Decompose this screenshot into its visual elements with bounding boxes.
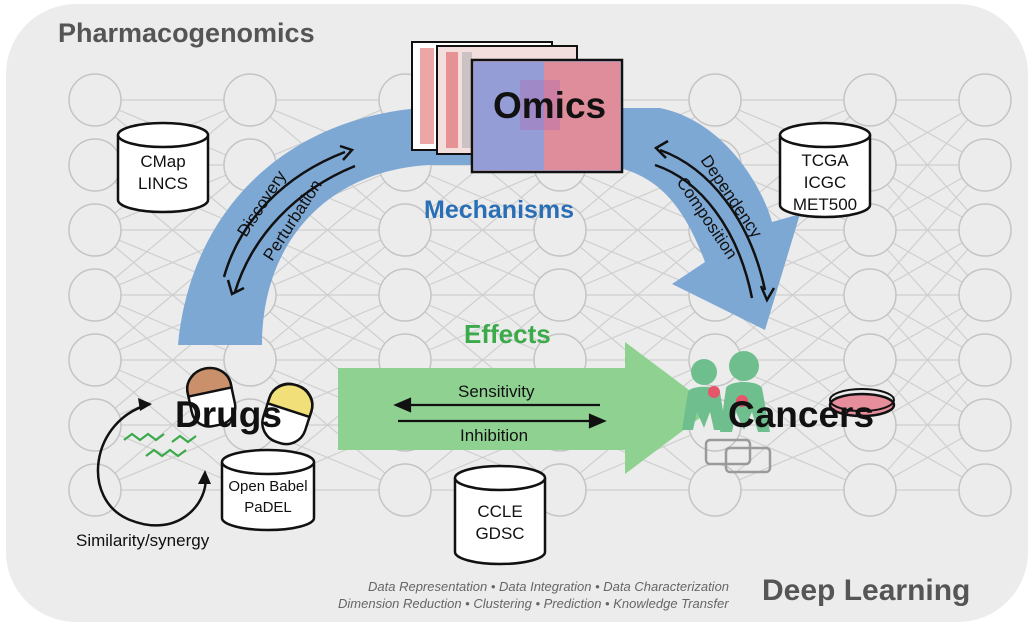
openbabel-label: Open Babel (228, 478, 308, 495)
network-node (843, 73, 897, 127)
network-edge (94, 359, 251, 426)
cmap-label: CMap (140, 152, 186, 171)
mechanisms-arrow (178, 108, 800, 345)
capsule-yellow-icon (261, 382, 314, 446)
network-node (68, 398, 122, 452)
network-edge (869, 359, 986, 491)
met500-label: MET500 (792, 195, 858, 214)
capsule-icon (186, 366, 237, 428)
patient-figures-icon (682, 351, 770, 432)
network-edge (404, 164, 561, 231)
network-node (958, 203, 1012, 257)
network-edge (404, 294, 561, 361)
cell-culture-icon (704, 438, 772, 474)
similarity-arrowhead-bottom (198, 470, 211, 484)
similarity-loop-arrow (96, 402, 207, 527)
network-edge (714, 359, 871, 491)
network-node (958, 398, 1012, 452)
lincs-label: LINCS (137, 174, 189, 193)
similarity-label: Similarity/synergy (76, 531, 210, 550)
network-edge (714, 294, 871, 361)
discovery-arrow-lines (222, 144, 356, 296)
network-node (843, 268, 897, 322)
ccle-database-cylinder (453, 464, 547, 566)
mechanisms-heading: Mechanisms (424, 196, 575, 224)
network-node (378, 203, 432, 257)
network-edge (559, 294, 716, 361)
gdsc-label: GDSC (475, 524, 525, 543)
network-node (958, 463, 1012, 517)
sensitivity-label: Sensitivity (458, 382, 535, 401)
footer-line-1: Data Representation • Data Integration •… (368, 579, 730, 594)
similarity-arrowhead-top (138, 398, 152, 411)
network-edge (249, 229, 406, 296)
network-edge (559, 229, 716, 296)
sensitivity-inhibition-arrows (393, 397, 607, 429)
footer-line-2: Dimension Reduction • Clustering • Predi… (338, 596, 729, 611)
network-node (958, 333, 1012, 387)
network-edge (404, 229, 561, 361)
padel-label: PaDEL (244, 499, 292, 516)
inhibition-label: Inhibition (460, 426, 528, 445)
network-node (688, 73, 742, 127)
effects-heading: Effects (464, 319, 551, 349)
network-edge (404, 229, 561, 296)
cancers-label: Cancers (728, 394, 874, 435)
network-edge (869, 99, 986, 231)
network-edge (249, 294, 406, 361)
network-edge (714, 424, 871, 491)
network-edge (249, 229, 406, 361)
network-edge (249, 164, 406, 296)
omics-label: Omics (493, 85, 606, 126)
network-node (378, 268, 432, 322)
deep-learning-title: Deep Learning (762, 574, 971, 607)
network-node (68, 138, 122, 192)
network-edge (94, 164, 251, 296)
tumor-marker-icon (708, 386, 748, 407)
network-node (533, 203, 587, 257)
ccle-label: CCLE (477, 502, 523, 521)
effects-arrow (338, 342, 713, 474)
molecule-icon (123, 432, 197, 458)
icgc-label: ICGC (803, 173, 847, 192)
petri-dish-icon (828, 388, 896, 418)
network-edge (869, 229, 986, 361)
network-nodes (68, 73, 1012, 517)
drugs-label: Drugs (175, 394, 282, 435)
network-node (843, 333, 897, 387)
network-edge (559, 229, 716, 361)
cmap-database-cylinder (116, 121, 210, 214)
ccle-database-labels: CCLE GDSC (455, 501, 545, 545)
network-node (843, 463, 897, 517)
tcga-database-labels: TCGA ICGC MET500 (780, 150, 870, 216)
network-edge (404, 164, 561, 296)
network-edge (714, 229, 871, 361)
network-edge (869, 164, 986, 296)
dependency-arrow-lines (653, 139, 776, 303)
network-node (223, 73, 277, 127)
network-node (68, 333, 122, 387)
network-node (68, 73, 122, 127)
network-node (378, 463, 432, 517)
omics-heatmaps (411, 41, 624, 174)
network-edge (94, 424, 251, 491)
openbabel-database-cylinder (220, 448, 316, 532)
network-node (958, 268, 1012, 322)
pharmacogenomics-title: Pharmacogenomics (58, 18, 315, 48)
tcga-label: TCGA (801, 151, 849, 170)
network-node (533, 268, 587, 322)
openbabel-database-labels: Open Babel PaDEL (216, 476, 320, 518)
network-node (958, 138, 1012, 192)
network-node (68, 268, 122, 322)
network-node (68, 203, 122, 257)
network-node (958, 73, 1012, 127)
tcga-database-cylinder (778, 121, 872, 219)
cmap-database-labels: CMap LINCS (118, 151, 208, 195)
